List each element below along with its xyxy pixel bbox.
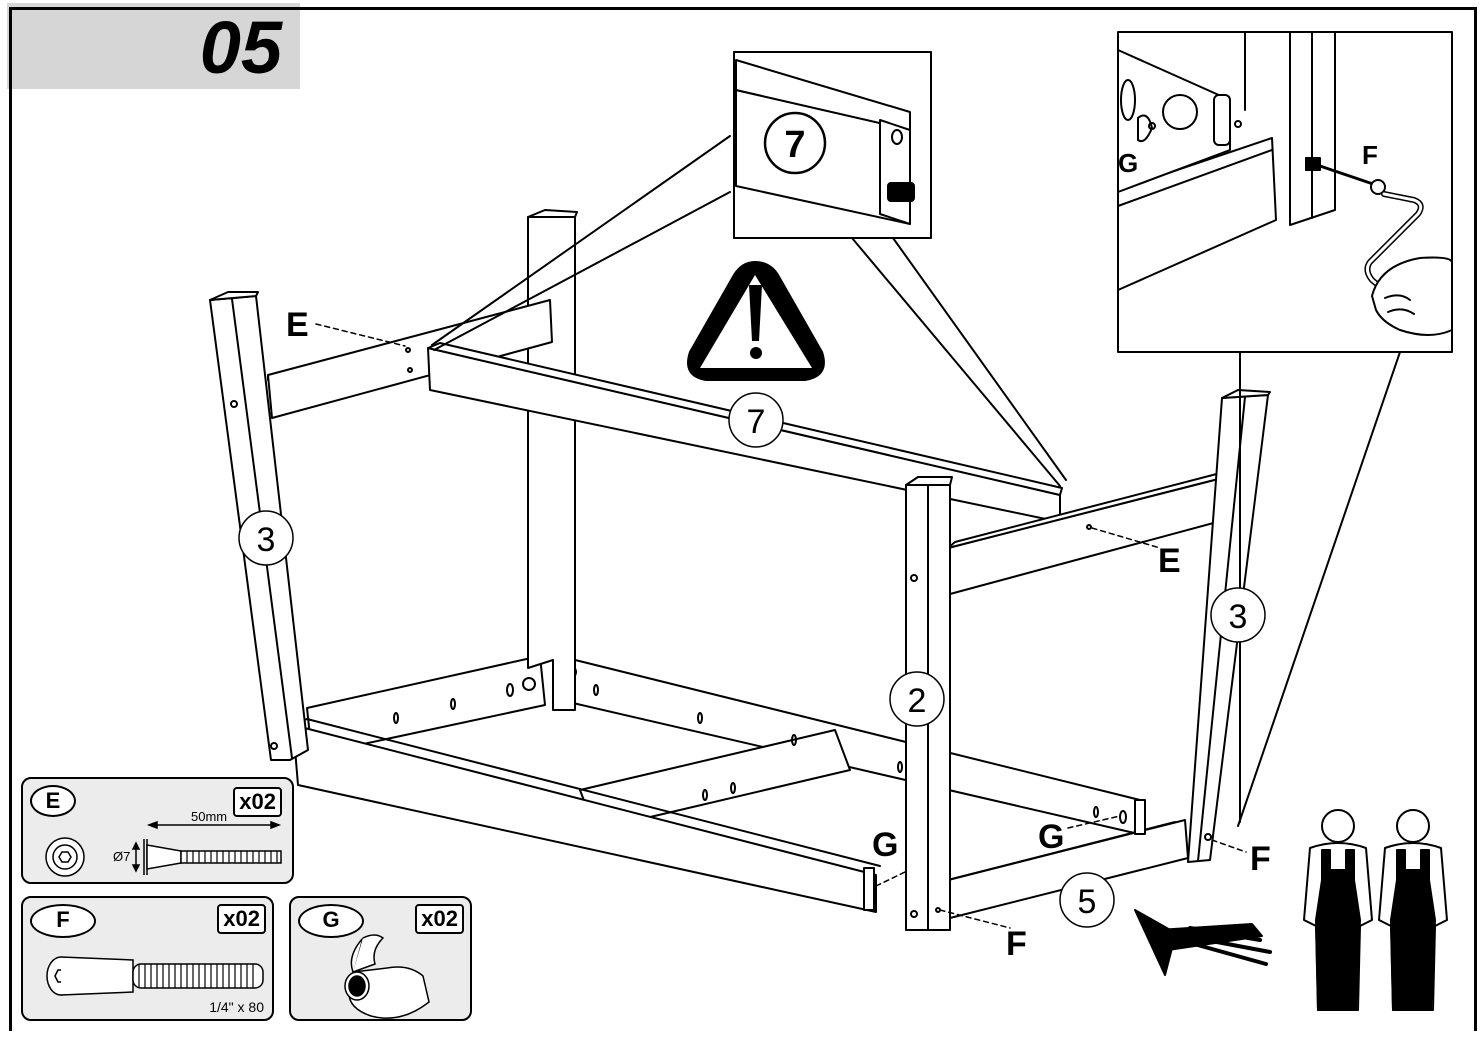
detail-label-g: G bbox=[1118, 148, 1138, 178]
hardware-qty-g: x02 bbox=[415, 904, 464, 934]
hardware-letter-g: G bbox=[298, 904, 364, 938]
allen-key-icon bbox=[1364, 191, 1424, 298]
hardware-size-f: 1/4" x 80 bbox=[209, 999, 264, 1015]
hardware-box-e: E x02 50mm Ø7 bbox=[21, 777, 294, 884]
part-labels: 7 3 3 2 5 7 bbox=[257, 124, 1248, 921]
hardware-letter-e: E bbox=[30, 785, 76, 817]
hand-illustration bbox=[1371, 256, 1453, 336]
hardware-box-g: G x02 bbox=[289, 896, 472, 1021]
arrow-icon bbox=[1134, 909, 1272, 976]
detail-label-f: F bbox=[1362, 140, 1378, 170]
person-left bbox=[1303, 809, 1373, 1011]
hardware-leaders bbox=[315, 323, 1247, 929]
hardware-diameter-e: Ø7 bbox=[113, 849, 131, 864]
part-label-3-left: 3 bbox=[257, 521, 276, 559]
part-label-7: 7 bbox=[747, 403, 766, 441]
hardware-qty-e: x02 bbox=[233, 787, 282, 817]
step-number: 05 bbox=[199, 6, 282, 89]
callout-f-front: F bbox=[1006, 925, 1027, 963]
hardware-box-f: F x02 1/4" x 80 bbox=[21, 896, 274, 1021]
callout-f-right: F bbox=[1250, 840, 1271, 878]
warning-icon bbox=[687, 261, 825, 381]
hardware-length-e: 50mm bbox=[191, 809, 228, 824]
bottom-frame bbox=[292, 654, 1189, 919]
callout-g-right: G bbox=[1038, 818, 1064, 856]
two-people-icon bbox=[1303, 809, 1448, 1011]
part-circles bbox=[238, 111, 1266, 928]
zoom-detail-box bbox=[733, 51, 932, 239]
person-right bbox=[1378, 809, 1448, 1011]
detail-box-fastening bbox=[1117, 31, 1453, 827]
hardware-letters: E E G G F F G F bbox=[286, 140, 1378, 963]
callout-g-left: G bbox=[872, 826, 898, 864]
part-label-5: 5 bbox=[1078, 883, 1097, 921]
top-left-rail bbox=[267, 299, 553, 419]
part-label-2: 2 bbox=[908, 682, 927, 720]
zoom-callout-lines bbox=[431, 135, 1067, 487]
callout-e-left: E bbox=[286, 306, 309, 344]
bolt-e-icon bbox=[45, 820, 282, 877]
hardware-qty-f: x02 bbox=[217, 904, 266, 934]
step-tab: 05 bbox=[7, 3, 300, 89]
bolt-f-detail bbox=[1305, 157, 1386, 195]
nut-g-icon bbox=[344, 934, 430, 1019]
hardware-letter-f: F bbox=[30, 904, 96, 938]
back-leg bbox=[527, 209, 578, 711]
callout-e-right: E bbox=[1158, 542, 1181, 580]
bolt-f-icon bbox=[46, 956, 264, 996]
zoom-part-label: 7 bbox=[784, 124, 805, 166]
part-label-3-right: 3 bbox=[1229, 598, 1248, 636]
